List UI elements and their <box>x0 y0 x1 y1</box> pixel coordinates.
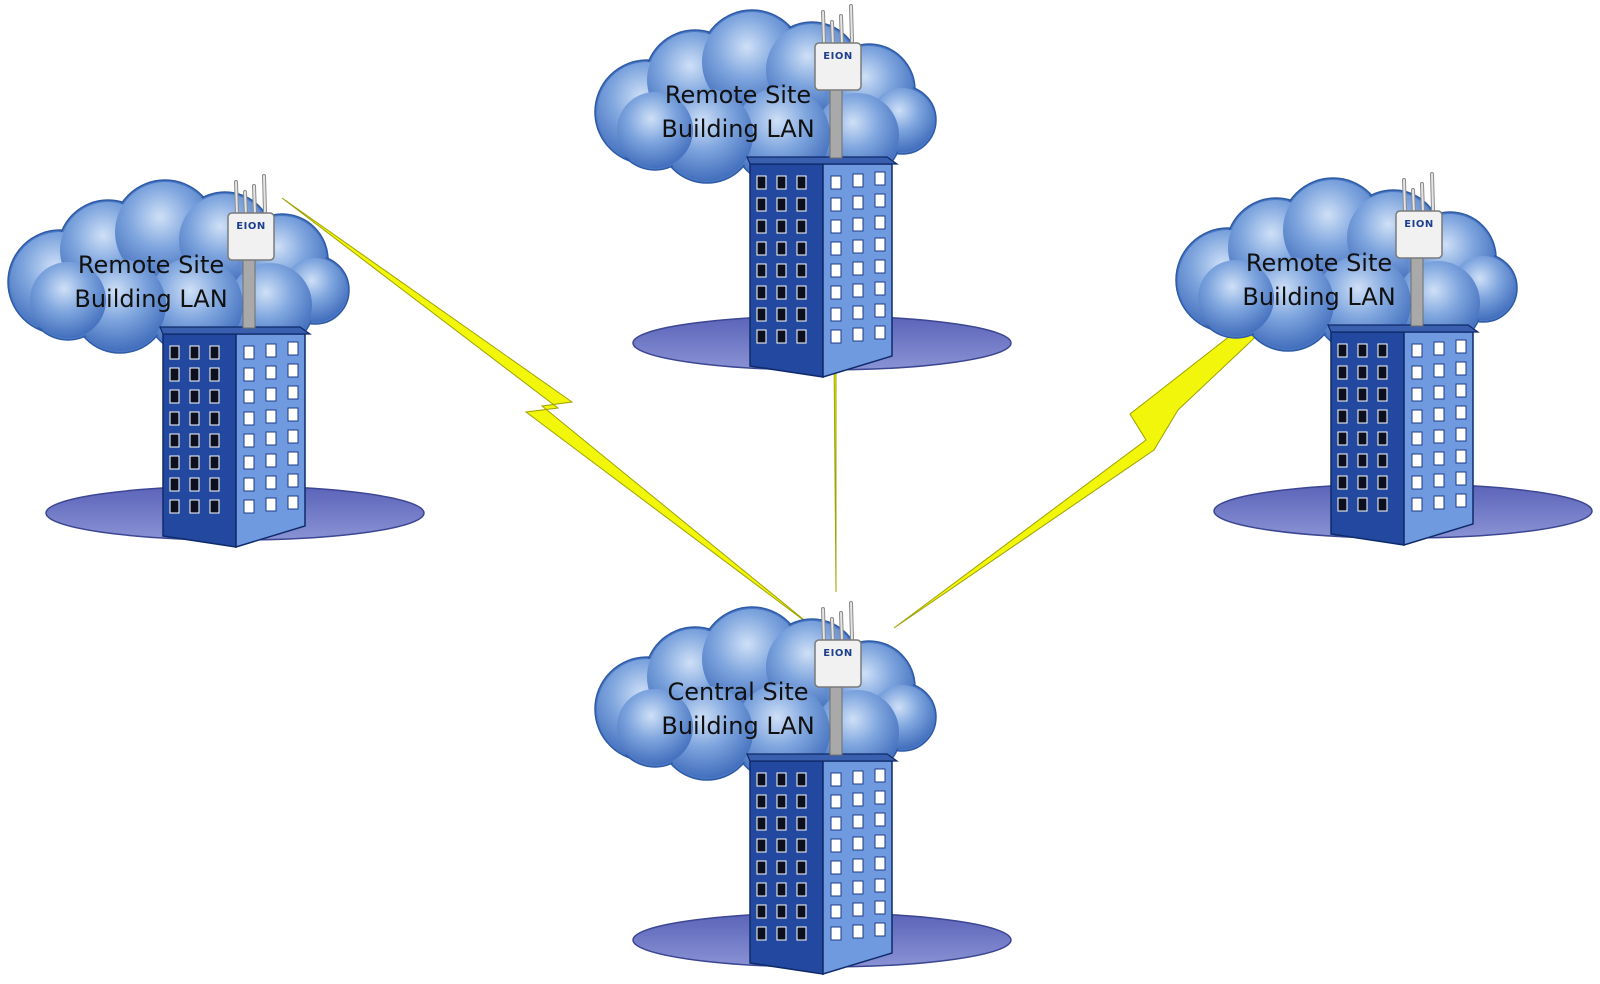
radio-unit-icon: EION <box>814 601 862 688</box>
site-label-line1: Central Site <box>667 678 808 706</box>
site-label-line2: Building LAN <box>661 712 814 740</box>
cloud-icon <box>594 9 937 186</box>
radio-brand-logo: EION <box>823 51 852 62</box>
radio-brand-logo: EION <box>1404 219 1433 230</box>
radio-brand-logo: EION <box>236 221 265 232</box>
radio-brand-logo: EION <box>823 648 852 659</box>
building-icon <box>1327 324 1480 547</box>
radio-unit-icon: EION <box>227 174 275 261</box>
building-icon <box>746 753 899 976</box>
site-label-line2: Building LAN <box>74 285 227 313</box>
site-label-line1: Remote Site <box>78 251 224 279</box>
site-label-line2: Building LAN <box>661 115 814 143</box>
antenna-mast <box>1410 252 1424 327</box>
radio-unit-icon: EION <box>1395 172 1443 259</box>
link-central-to-remote-left <box>281 197 815 629</box>
antenna-mast <box>829 681 843 756</box>
site-label-line1: Remote Site <box>665 81 811 109</box>
antenna-mast <box>242 254 256 329</box>
antenna-mast <box>829 84 843 159</box>
building-icon <box>746 156 899 379</box>
site-label-line2: Building LAN <box>1242 283 1395 311</box>
site-label-line1: Remote Site <box>1246 249 1392 277</box>
radio-unit-icon: EION <box>814 4 862 91</box>
building-icon <box>159 326 312 549</box>
